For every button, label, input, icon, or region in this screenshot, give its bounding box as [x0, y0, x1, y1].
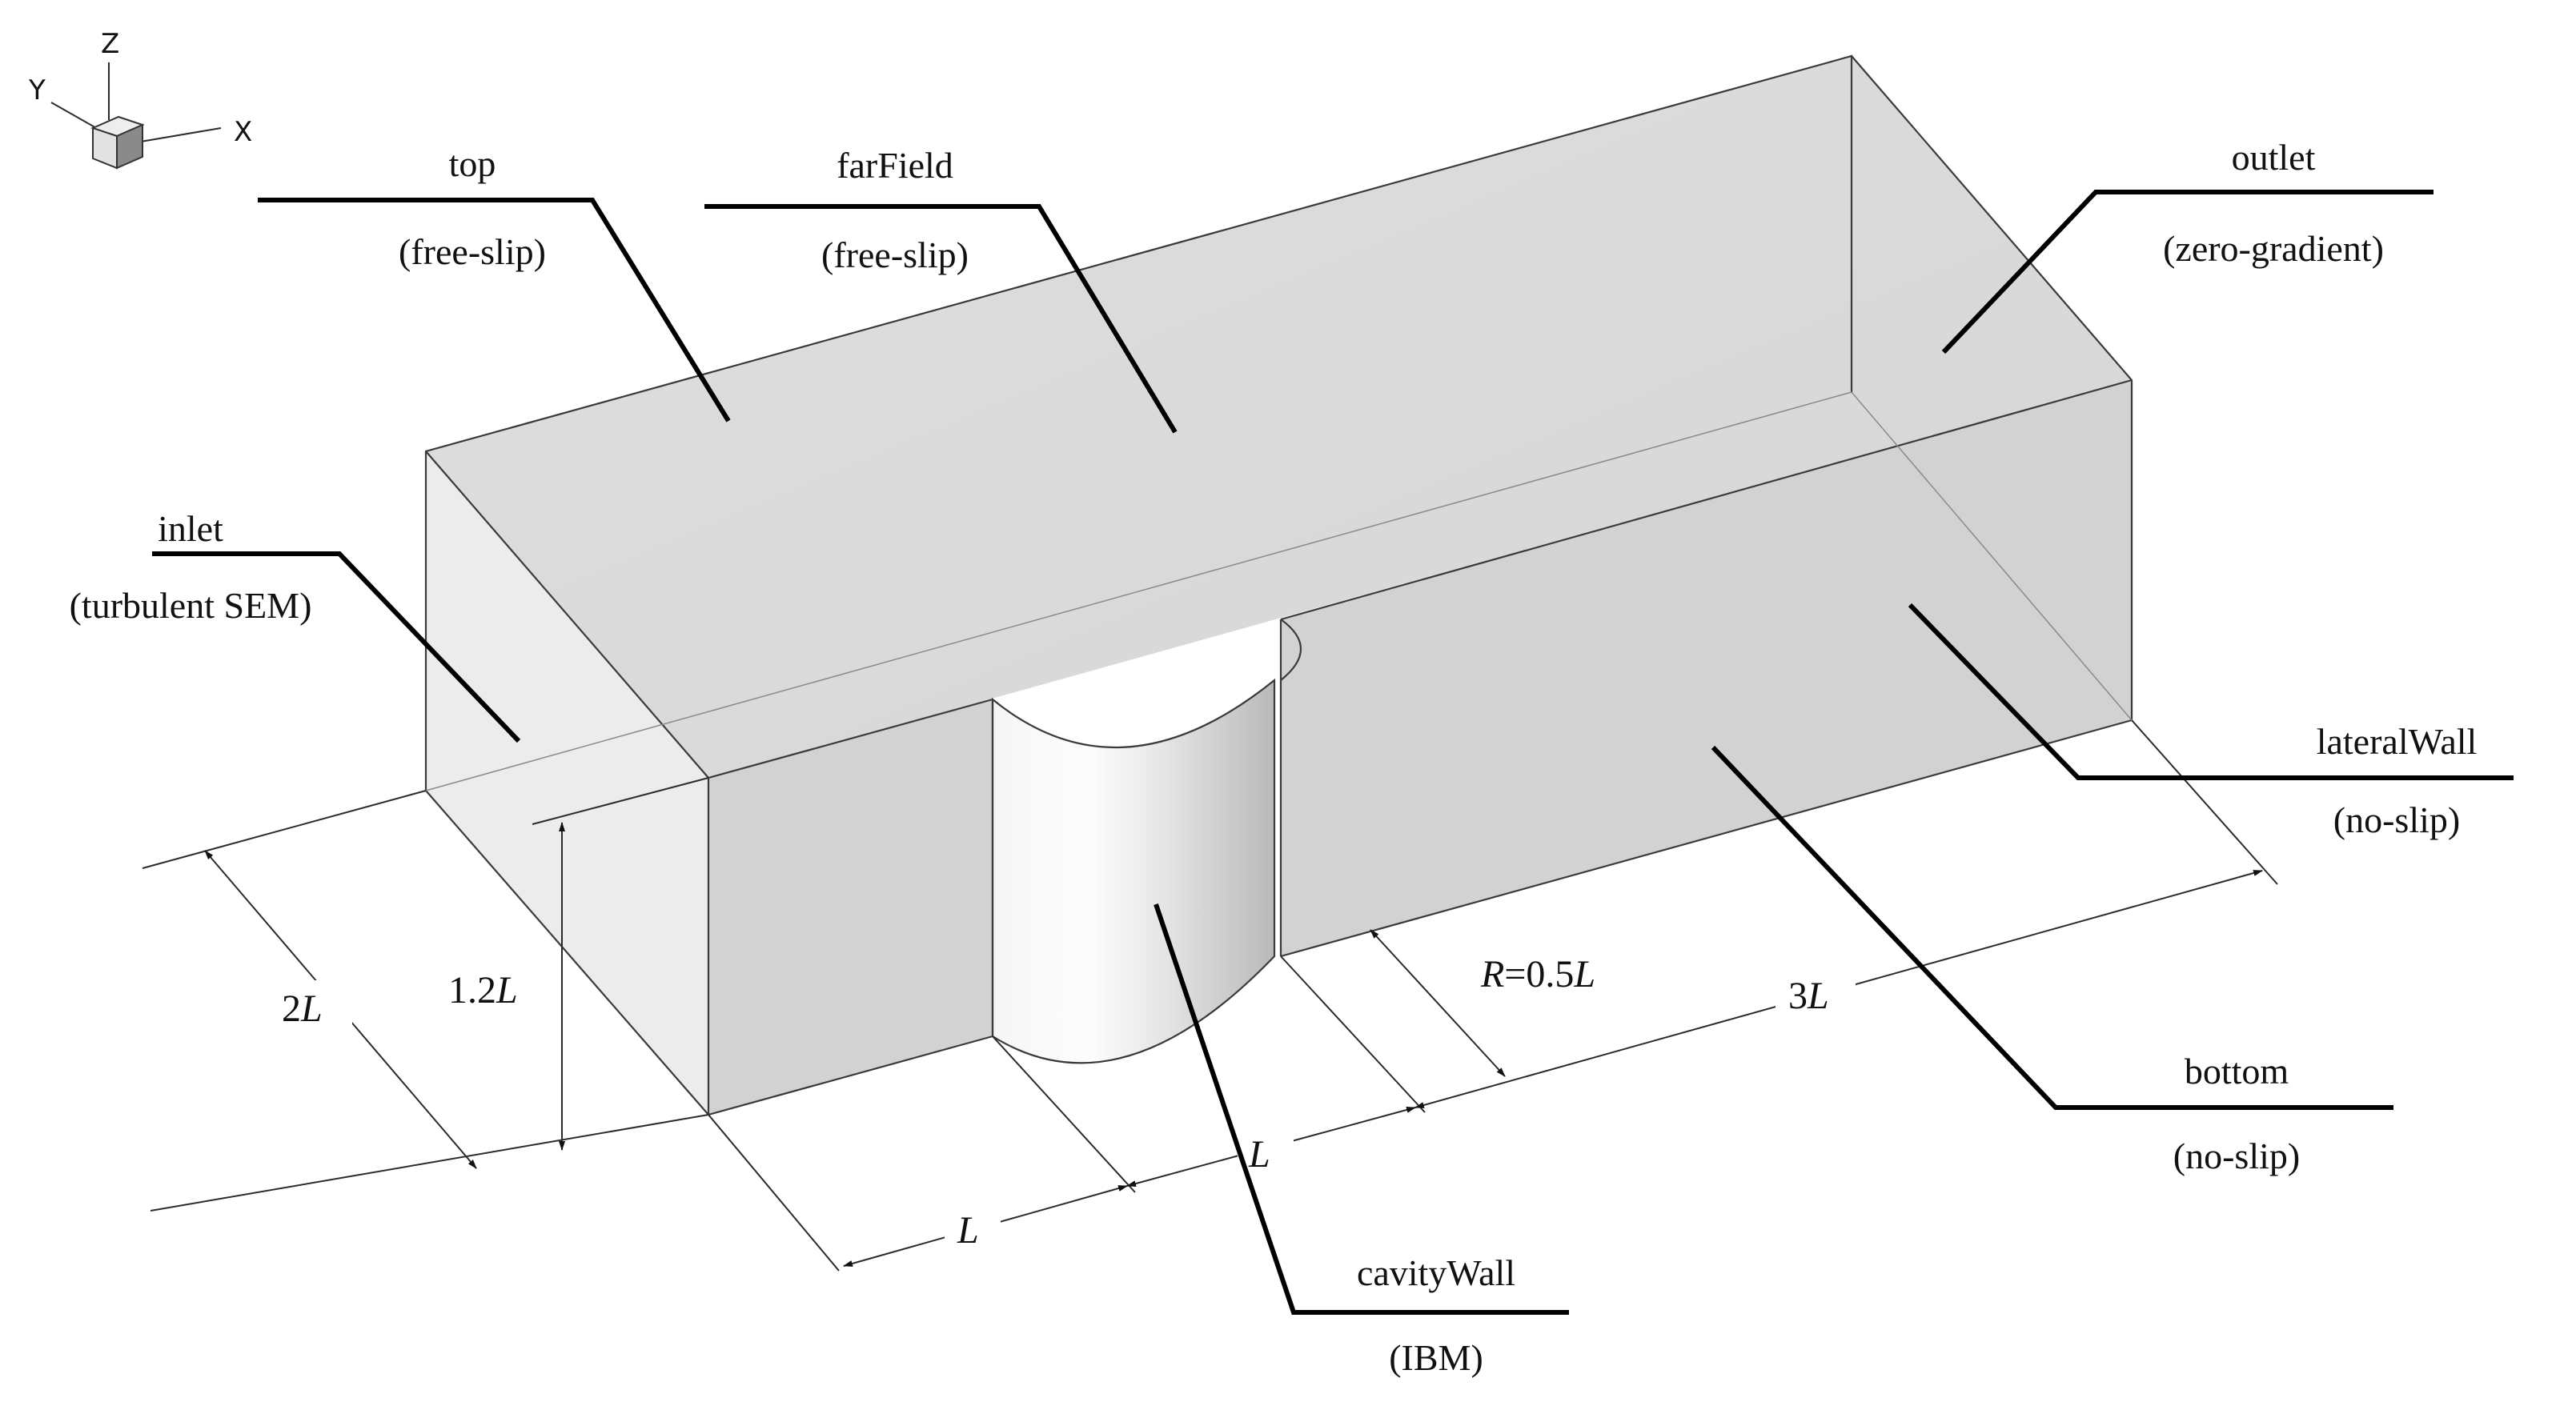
dim-label-upstream: L: [957, 1209, 979, 1252]
dim-label-height: 1.2L: [448, 969, 518, 1011]
label-inlet-name: inlet: [158, 508, 223, 549]
label-top-condition: (free-slip): [399, 231, 546, 272]
inlet-face: [426, 451, 708, 1115]
leader-lines: [152, 190, 2514, 1315]
label-bottom-name: bottom: [2185, 1051, 2289, 1092]
label-lateralwall-name: lateralWall: [2317, 721, 2478, 762]
axis-triad: Z Y X: [28, 28, 252, 170]
label-inlet-condition: (turbulent SEM): [70, 585, 312, 626]
leader-outlet: [1941, 190, 2434, 355]
label-outlet-condition: (zero-gradient): [2163, 228, 2384, 269]
boundary-labels: top (free-slip) farField (free-slip) out…: [70, 137, 2478, 1378]
leader-lateralwall: [1908, 603, 2514, 780]
cavity-wall-cylinder: [991, 678, 1276, 1064]
label-outlet-name: outlet: [2232, 137, 2316, 178]
label-bottom-condition: (no-slip): [2173, 1136, 2300, 1176]
label-cavitywall-condition: (IBM): [1389, 1337, 1483, 1378]
x-axis-line: [135, 127, 222, 143]
cavity-top-rim: [1280, 619, 1302, 681]
leader-top: [258, 198, 731, 423]
dim-label-diameter: L: [1248, 1133, 1270, 1176]
leader-cavitywall: [1154, 903, 1569, 1315]
dim-label-radius: R=0.5L: [1480, 953, 1595, 995]
top-face: [426, 56, 2132, 778]
label-lateralwall-condition: (no-slip): [2333, 799, 2460, 840]
label-cavitywall-name: cavityWall: [1357, 1252, 1515, 1293]
label-farfield-condition: (free-slip): [821, 234, 969, 275]
axis-label-z: Z: [101, 28, 119, 60]
label-farfield-name: farField: [837, 145, 953, 186]
dim-label-downstream: 3L: [1788, 975, 1829, 1017]
dim-label-width: 2L: [282, 987, 323, 1030]
leader-bottom: [1711, 745, 2393, 1110]
label-top-name: top: [449, 143, 496, 184]
axis-cube-icon: [90, 115, 145, 170]
front-wall-right: [1281, 380, 2132, 956]
leader-farfield: [704, 204, 1178, 434]
domain-box: [424, 54, 2133, 1116]
axis-label-y: Y: [28, 74, 46, 106]
axis-label-x: X: [234, 116, 252, 148]
dim-arrow-radius: [1370, 929, 1506, 1077]
front-wall-left: [708, 699, 993, 1115]
leader-inlet: [152, 551, 521, 743]
